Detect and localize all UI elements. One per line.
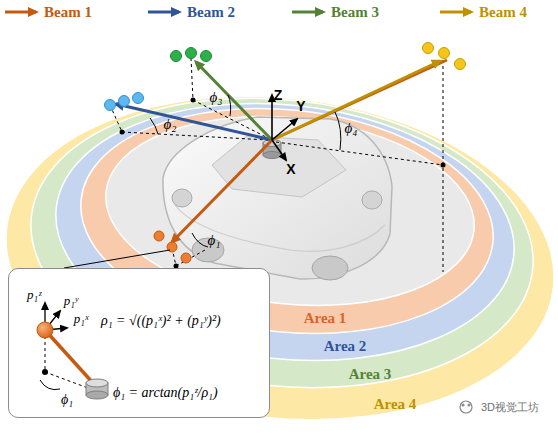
legend-arrows — [5, 11, 36, 14]
point-returns — [423, 43, 434, 54]
angle-label: ϕ₄ — [345, 120, 358, 137]
legend-arrows — [440, 11, 471, 14]
area-band-shape — [0, 70, 558, 433]
watermark-icon — [468, 404, 470, 406]
watermark-icon — [460, 401, 472, 413]
angle-label: ϕ₂ — [164, 116, 177, 133]
point-returns — [105, 100, 116, 111]
inset-box: p₁ᶻ p₁ʸ p₁ˣ ρ₁ = √((p₁ˣ)² + (p₁ʸ)²) ϕ₁ ϕ₁ = a… — [8, 268, 270, 418]
formula: ϕ₁ = arctan(p₁ᶻ/ρ₁) — [113, 385, 218, 400]
watermark-icon — [462, 404, 464, 406]
area-label: Area 3 — [349, 366, 392, 383]
area-label: Area 1 — [304, 310, 347, 327]
point-returns — [455, 59, 466, 70]
axis-label: X — [286, 162, 295, 177]
vector-component: p₁ˣ — [74, 312, 89, 326]
axis-label: Z — [274, 88, 283, 103]
legend-label: Beam 3 — [331, 4, 379, 21]
formula: ρ₁ = √((p₁ˣ)² + (p₁ʸ)²) — [101, 313, 221, 328]
point-returns — [439, 48, 450, 59]
point-returns — [186, 48, 197, 59]
area-label: Area 2 — [324, 338, 367, 355]
angle-label: ϕ₁ — [61, 392, 73, 407]
point-returns — [201, 51, 212, 62]
angle-label: ϕ₃ — [210, 89, 223, 106]
legend-arrows — [292, 11, 323, 14]
vector-component: p₁ʸ — [64, 294, 78, 308]
legend-label: Beam 4 — [479, 4, 527, 21]
vector-component: p₁ᶻ — [27, 288, 41, 302]
angle-label: ϕ₁ — [208, 232, 221, 249]
axis-label: Y — [296, 99, 305, 114]
watermark: 3D视觉工坊 — [481, 401, 539, 413]
legend-arrows — [148, 11, 179, 14]
legend-label: Beam 2 — [187, 4, 235, 21]
point-returns — [133, 93, 144, 104]
legend-label: Beam 1 — [44, 4, 92, 21]
point-returns — [119, 96, 130, 107]
point-returns — [171, 51, 182, 62]
projection-lines — [191, 58, 193, 100]
watermark-icon — [460, 401, 472, 413]
area-label: Area 4 — [374, 396, 417, 413]
